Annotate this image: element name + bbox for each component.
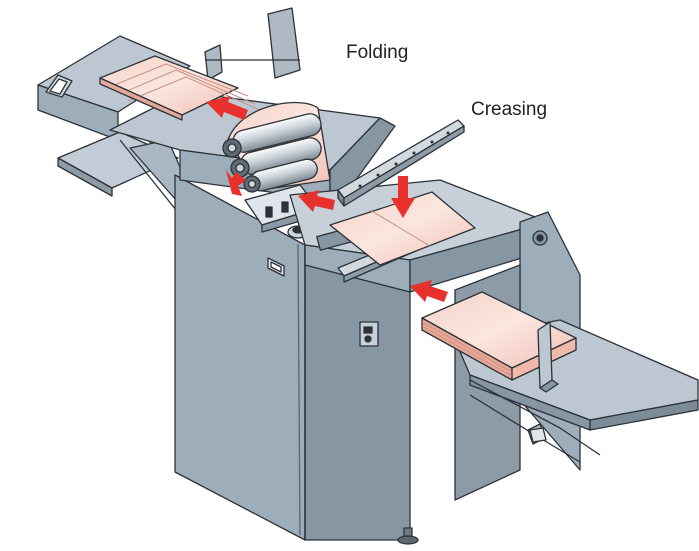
creasing-bar — [337, 119, 465, 207]
arrow-icon — [298, 190, 335, 212]
arrow-icon — [226, 170, 246, 196]
feed-tray-latch-icon — [529, 427, 547, 443]
roller-icon — [243, 158, 318, 193]
arrow-icon — [391, 176, 415, 218]
creasing-label: Creasing — [471, 99, 548, 120]
roller-icon — [230, 137, 322, 178]
roller-icon — [222, 113, 322, 158]
leveling-foot — [397, 527, 419, 545]
arrow-icon — [410, 280, 448, 302]
exit-tray-handle — [45, 74, 73, 98]
cabinet-lock-icon — [359, 321, 379, 347]
side-guide — [537, 321, 559, 393]
folding-rollers — [222, 113, 322, 193]
folded-paper-stack — [99, 55, 263, 121]
cabinet-handle-icon — [267, 257, 285, 277]
arrow-icon — [206, 96, 248, 120]
folding-label: Folding — [346, 42, 409, 63]
